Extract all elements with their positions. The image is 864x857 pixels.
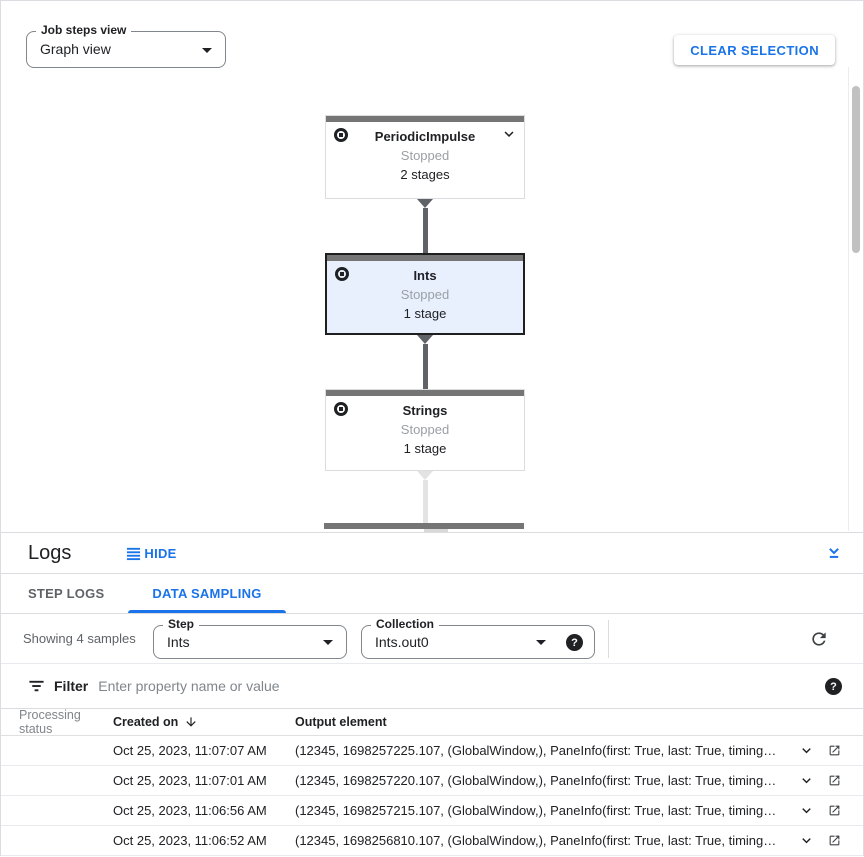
table-row[interactable]: Oct 25, 2023, 11:06:52 AM (12345, 169825… — [1, 826, 863, 856]
clear-selection-button[interactable]: CLEAR SELECTION — [674, 35, 835, 65]
graph-scroll-divider — [848, 67, 849, 531]
filter-label: Filter — [54, 678, 89, 694]
vertical-scrollbar[interactable] — [852, 86, 860, 253]
open-in-new-icon[interactable] — [823, 744, 863, 757]
edge-arrowhead-icon — [417, 471, 433, 480]
node-topbar — [326, 390, 524, 396]
node-topbar — [327, 255, 523, 261]
created-on-cell: Oct 25, 2023, 11:06:56 AM — [113, 803, 267, 818]
job-steps-view-select[interactable]: Job steps view Graph view — [26, 23, 226, 68]
expand-row-chevron-icon[interactable] — [789, 742, 823, 759]
dropdown-arrow-icon — [323, 640, 333, 645]
job-steps-view-value: Graph view — [40, 41, 111, 57]
graph-node-periodicimpulse[interactable]: PeriodicImpulse Stopped 2 stages — [325, 115, 525, 199]
filter-icon — [29, 680, 44, 691]
hide-logs-button[interactable]: HIDE — [126, 546, 176, 561]
graph-edge — [325, 335, 525, 389]
sort-descending-icon — [186, 717, 196, 727]
open-in-new-icon[interactable] — [823, 774, 863, 787]
graph-edge — [325, 471, 525, 523]
job-steps-view-label: Job steps view — [36, 23, 132, 37]
output-element-cell: (12345, 1698257215.107, (GlobalWindow,),… — [295, 803, 777, 818]
expand-row-chevron-icon[interactable] — [789, 802, 823, 819]
expand-row-chevron-icon[interactable] — [789, 772, 823, 789]
output-element-cell: (12345, 1698256810.107, (GlobalWindow,),… — [295, 833, 777, 848]
graph-node-partial-nub — [424, 529, 448, 532]
column-header-output-element: Output element — [295, 715, 387, 729]
filter-bar[interactable]: Filter ? — [1, 664, 863, 709]
step-select[interactable]: Step Ints — [153, 617, 347, 659]
column-header-processing-status: Processing status — [19, 708, 81, 736]
node-stages: 2 stages — [400, 167, 450, 182]
data-sampling-record-icon — [335, 267, 349, 281]
list-lines-icon — [127, 547, 141, 560]
output-element-cell: (12345, 1698257220.107, (GlobalWindow,),… — [295, 773, 777, 788]
column-header-created-on[interactable]: Created on — [113, 715, 295, 729]
tab-step-logs[interactable]: STEP LOGS — [28, 586, 105, 601]
showing-samples-text: Showing 4 samples — [23, 631, 136, 646]
node-status: Stopped — [400, 148, 450, 163]
open-in-new-icon[interactable] — [823, 804, 863, 817]
edge-arrowhead-icon — [417, 335, 433, 344]
dropdown-arrow-icon — [202, 47, 212, 53]
step-select-value: Ints — [167, 634, 190, 650]
open-in-new-icon[interactable] — [823, 834, 863, 847]
graph-edge — [325, 199, 525, 253]
data-sampling-record-icon — [334, 128, 348, 142]
table-row[interactable]: Oct 25, 2023, 11:06:56 AM (12345, 169825… — [1, 796, 863, 826]
chevron-down-icon[interactable] — [500, 125, 518, 143]
node-status: Stopped — [400, 422, 450, 437]
collapse-panel-icon[interactable] — [824, 543, 844, 563]
filter-input[interactable] — [98, 678, 803, 694]
sampling-controls: Showing 4 samples Step Ints Collection I… — [1, 614, 863, 664]
node-title: Ints — [413, 268, 437, 283]
step-select-label: Step — [163, 617, 200, 631]
collection-select[interactable]: Collection Ints.out0 ? — [361, 617, 595, 659]
table-row[interactable]: Oct 25, 2023, 11:07:07 AM (12345, 169825… — [1, 736, 863, 766]
help-icon[interactable]: ? — [566, 634, 583, 651]
collection-select-label: Collection — [371, 617, 440, 631]
help-icon[interactable]: ? — [825, 678, 842, 695]
data-sampling-record-icon — [334, 402, 348, 416]
graph-node-strings[interactable]: Strings Stopped 1 stage — [325, 389, 525, 471]
edge-arrowhead-icon — [417, 199, 433, 208]
dropdown-arrow-icon — [536, 640, 546, 645]
created-on-cell: Oct 25, 2023, 11:06:52 AM — [113, 833, 267, 848]
graph-node-partial-topbar — [324, 523, 524, 529]
collection-select-value: Ints.out0 — [375, 634, 429, 650]
node-title: Strings — [402, 403, 448, 418]
created-on-cell: Oct 25, 2023, 11:07:07 AM — [113, 743, 267, 758]
node-stages: 1 stage — [403, 306, 447, 321]
logs-tabs: STEP LOGS DATA SAMPLING — [1, 574, 863, 614]
node-title: PeriodicImpulse — [374, 129, 476, 144]
refresh-button[interactable] — [809, 629, 829, 649]
divider — [608, 620, 609, 658]
job-graph-region: Job steps view Graph view CLEAR SELECTIO… — [1, 1, 863, 532]
output-element-cell: (12345, 1698257225.107, (GlobalWindow,),… — [295, 743, 777, 758]
hide-label: HIDE — [144, 545, 177, 561]
node-status: Stopped — [400, 287, 450, 302]
logs-panel: Logs HIDE STEP LOGS DATA SAMPLING Showin… — [1, 532, 863, 857]
tab-data-sampling[interactable]: DATA SAMPLING — [128, 574, 286, 613]
created-on-cell: Oct 25, 2023, 11:07:01 AM — [113, 773, 267, 788]
samples-table-header: Processing status Created on Output elem… — [1, 708, 863, 736]
node-topbar — [326, 116, 524, 122]
graph-node-ints[interactable]: Ints Stopped 1 stage — [325, 253, 525, 335]
node-stages: 1 stage — [403, 441, 447, 456]
table-row[interactable]: Oct 25, 2023, 11:07:01 AM (12345, 169825… — [1, 766, 863, 796]
expand-row-chevron-icon[interactable] — [789, 832, 823, 849]
logs-panel-title: Logs — [28, 541, 72, 564]
